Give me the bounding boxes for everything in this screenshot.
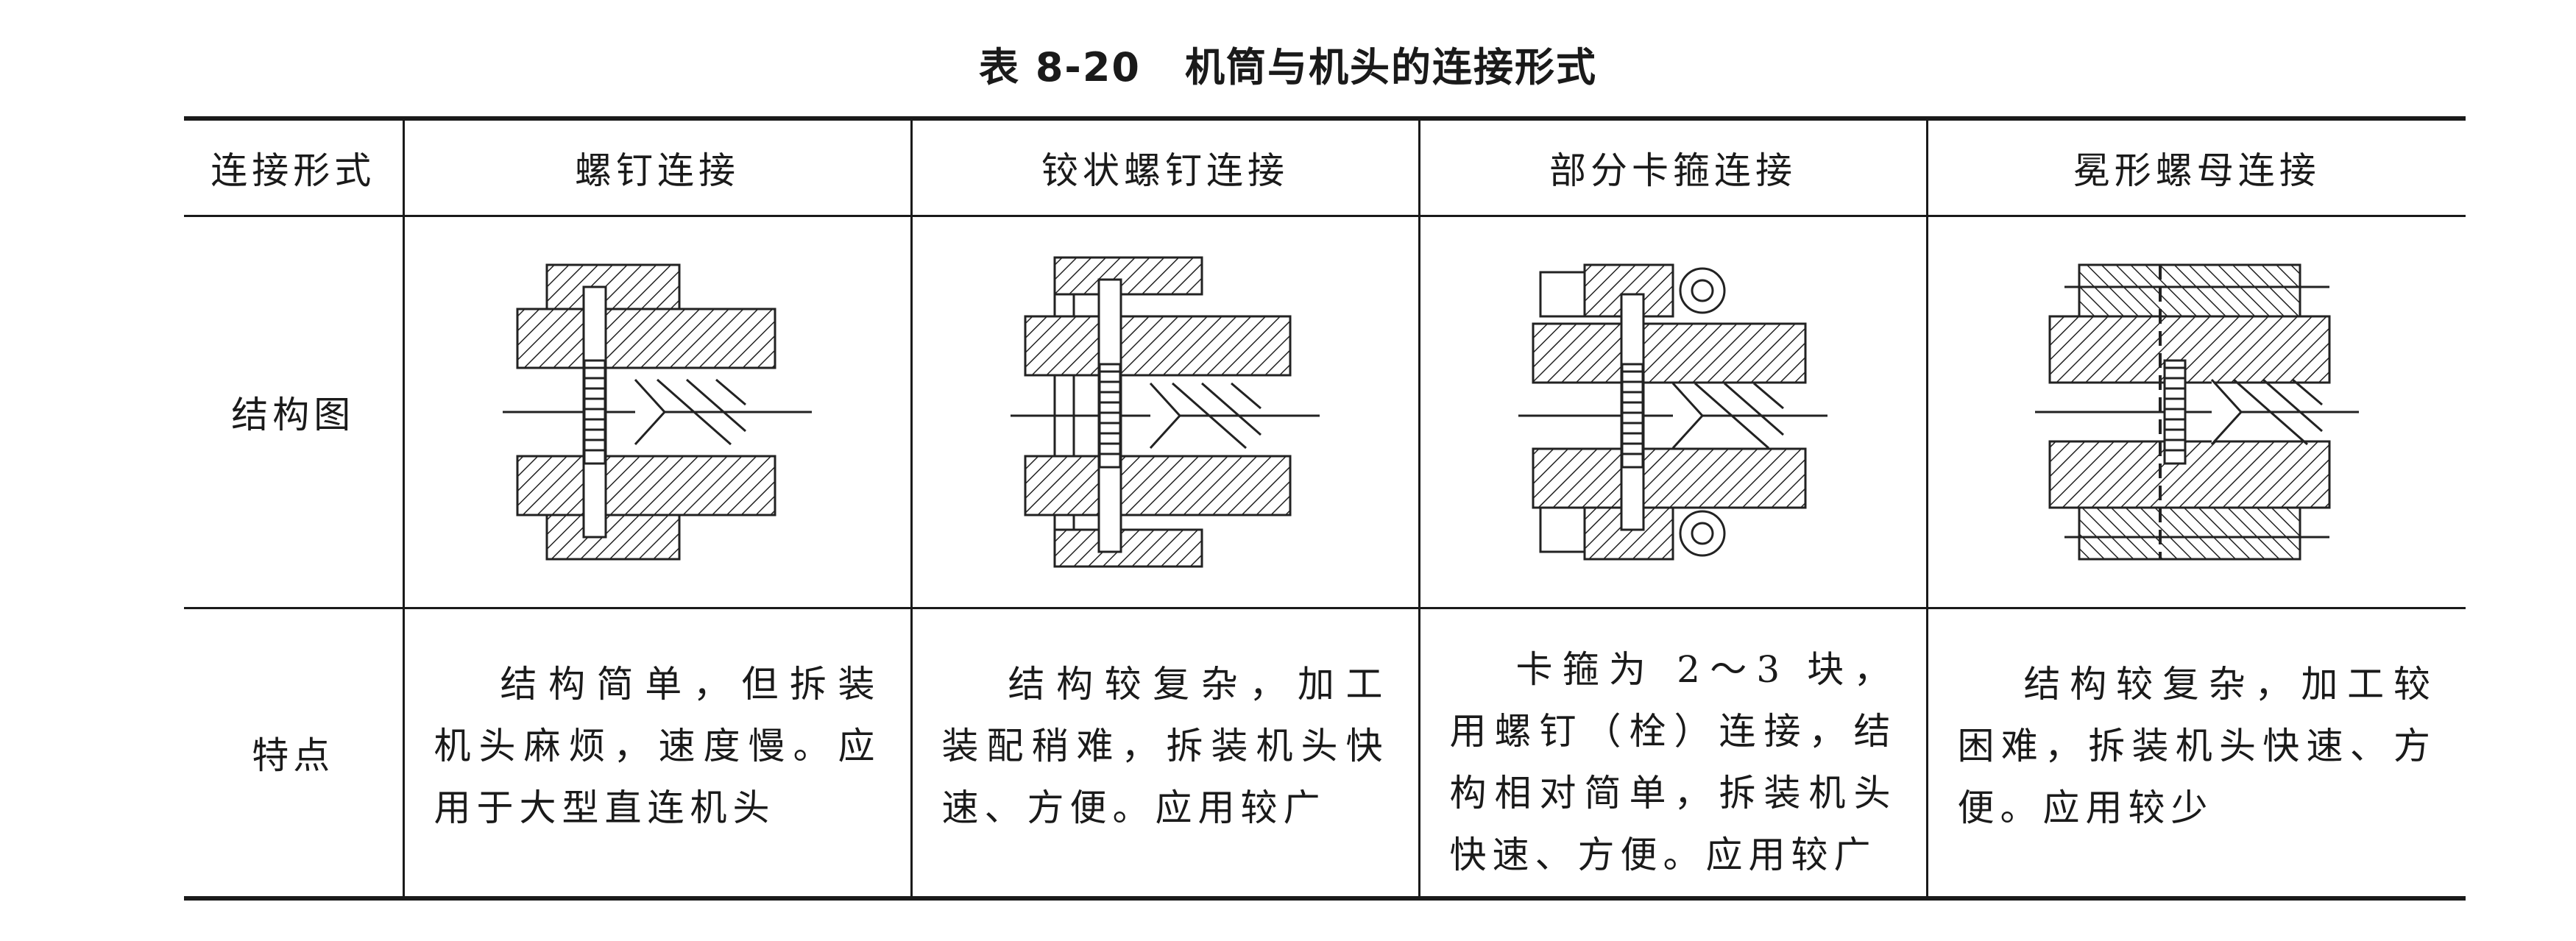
features-cell-hinged-screw: 结构较复杂，加工装配稍难，拆装机头快速、方便。应用较广 [910,607,1420,901]
header-cell-connection-form: 连接形式 [184,116,405,217]
table-title: 机筒与机头的连接形式 [1184,44,1597,90]
row-label-features: 特点 [184,607,405,901]
header-cell-hinged-screw: 铰状螺钉连接 [910,116,1420,217]
table-header-row: 连接形式 螺钉连接 铰状螺钉连接 部分卡箍连接 冕形螺母连接 [184,116,2466,217]
crown-nut-connection-diagram-icon [1925,215,2466,609]
features-text-partial-clamp: 卡箍为 2～3 块，用螺钉（栓）连接，结构相对简单，拆装机头快速、方便。应用较广 [1449,648,1897,876]
features-cell-screw: 结构简单，但拆装机头麻烦，速度慢。应用于大型直连机头 [402,607,913,901]
header-cell-crown-nut: 冕形螺母连接 [1925,116,2466,217]
header-cell-screw: 螺钉连接 [402,116,913,217]
features-text-hinged-screw: 结构较复杂，加工装配稍难，拆装机头快速、方便。应用较广 [941,663,1389,829]
features-cell-partial-clamp: 卡箍为 2～3 块，用螺钉（栓）连接，结构相对简单，拆装机头快速、方便。应用较广 [1418,607,1928,901]
features-text-screw: 结构简单，但拆装机头麻烦，速度慢。应用于大型直连机头 [434,663,881,829]
features-text-crown-nut: 结构较复杂，加工较困难，拆装机头快速、方便。应用较少 [1957,663,2436,829]
table-features-row: 特点 结构简单，但拆装机头麻烦，速度慢。应用于大型直连机头 结构较复杂，加工装配… [184,607,2466,901]
partial-clamp-connection-diagram-icon [1418,215,1928,609]
table-caption: 表 8-20 机筒与机头的连接形式 [0,38,2576,97]
hinged-screw-connection-diagram-icon [910,215,1420,609]
features-cell-crown-nut: 结构较复杂，加工较困难，拆装机头快速、方便。应用较少 [1925,607,2466,901]
row-label-diagram: 结构图 [184,215,405,609]
table-number: 表 8-20 [979,44,1141,90]
header-cell-partial-clamp: 部分卡箍连接 [1418,116,1928,217]
table-diagram-row: 结构图 [184,215,2466,609]
connection-forms-table: 连接形式 螺钉连接 铰状螺钉连接 部分卡箍连接 冕形螺母连接 结构图 [184,116,2466,901]
screw-connection-diagram-icon [402,215,913,609]
